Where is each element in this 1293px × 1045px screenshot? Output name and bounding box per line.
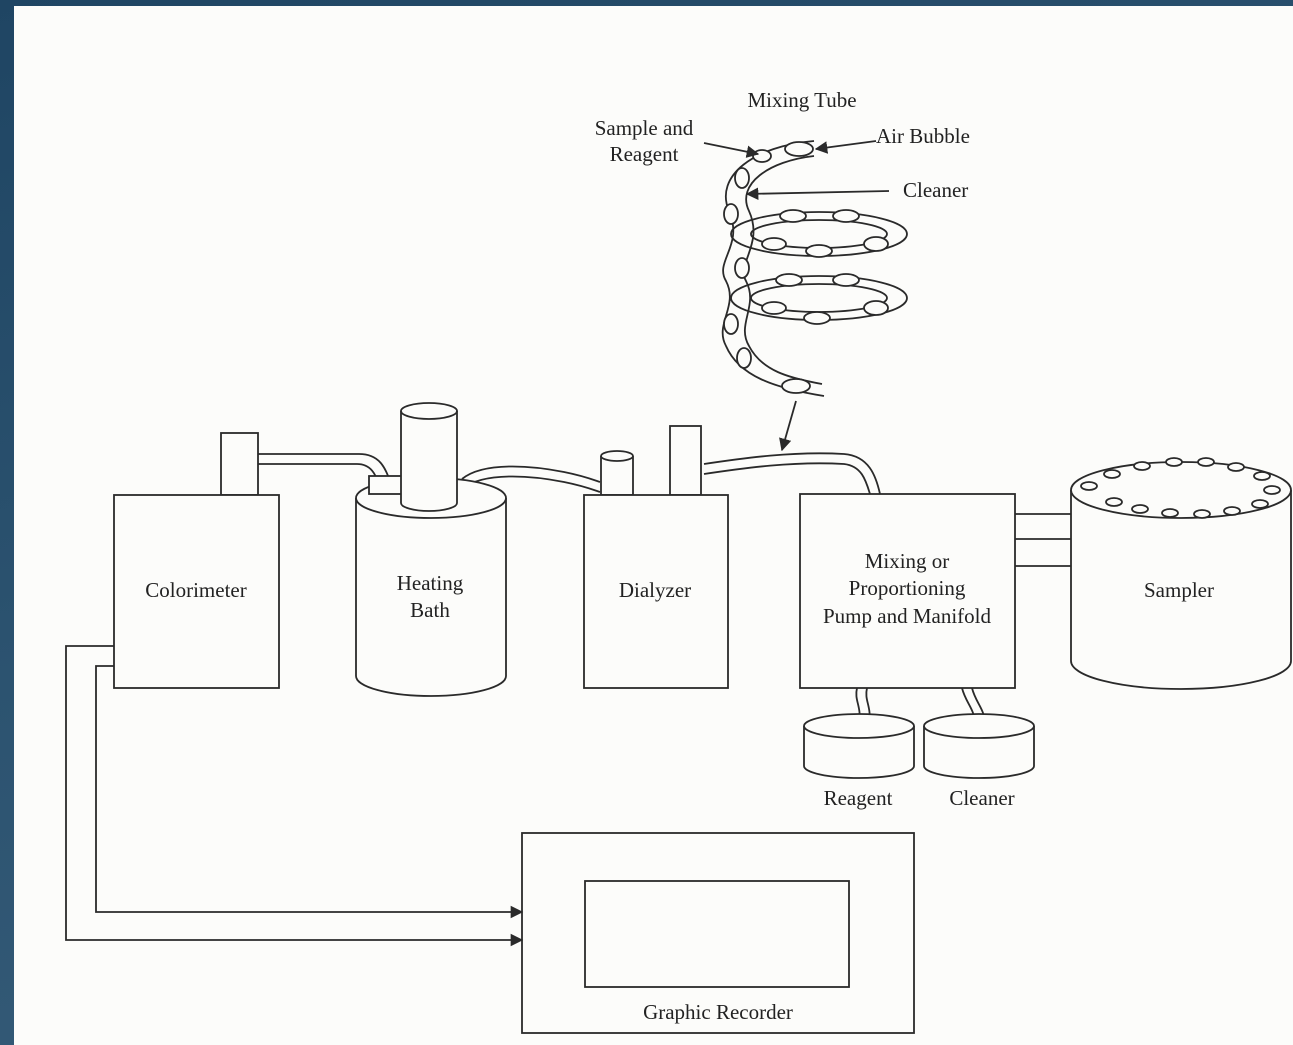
- reagent-line2-label: Reagent: [610, 142, 679, 166]
- dialyzer-box: [583, 494, 729, 689]
- bath-label: Bath: [410, 598, 450, 622]
- colorimeter-label: Colorimeter: [145, 578, 246, 602]
- colorimeter-box: [113, 494, 280, 689]
- cleaner-container: [923, 713, 1035, 779]
- dialyzer-port-right: [669, 425, 702, 496]
- pump-manifold-box: [799, 493, 1016, 689]
- autoanalyzer-diagram: Mixing Tube Sample and Reagent Air Bubbl…: [65, 88, 1292, 1034]
- cleaner-arrow: [745, 187, 890, 201]
- mixing-or-label: Mixing or: [865, 549, 950, 573]
- dialyzer-label: Dialyzer: [619, 578, 691, 602]
- coil-to-tube-arrow: [779, 400, 797, 452]
- sample-reagent-arrow: [703, 142, 760, 158]
- sample-and-label: Sample and: [595, 116, 694, 140]
- slide-page: Mixing Tube Sample and Reagent Air Bubbl…: [14, 6, 1293, 1045]
- heating-bath: [355, 402, 507, 697]
- pump-manifold-label: Pump and Manifold: [823, 604, 991, 628]
- cleaner-label: Cleaner: [949, 786, 1014, 810]
- sampler: [1070, 457, 1292, 690]
- mixing-tube-coil: [703, 140, 908, 452]
- graphic-recorder-screen: [584, 880, 850, 988]
- air-bubble-label: Air Bubble: [876, 124, 970, 148]
- reagent-container: [803, 713, 915, 779]
- colorimeter-port: [220, 432, 259, 496]
- mixing-tube-label: Mixing Tube: [747, 88, 856, 112]
- signal-line-outer: [65, 645, 524, 947]
- signal-line-inner: [95, 665, 524, 919]
- air-bubble-arrow: [814, 140, 877, 154]
- sampler-label: Sampler: [1144, 578, 1214, 602]
- sample-cups: [1080, 457, 1281, 519]
- air-bubbles: [723, 141, 889, 394]
- cleaner-coil-label: Cleaner: [903, 178, 968, 202]
- graphic-recorder-label: Graphic Recorder: [643, 1000, 793, 1024]
- heating-label: Heating: [397, 571, 464, 595]
- proportioning-label: Proportioning: [849, 576, 966, 600]
- reagent-label: Reagent: [824, 786, 893, 810]
